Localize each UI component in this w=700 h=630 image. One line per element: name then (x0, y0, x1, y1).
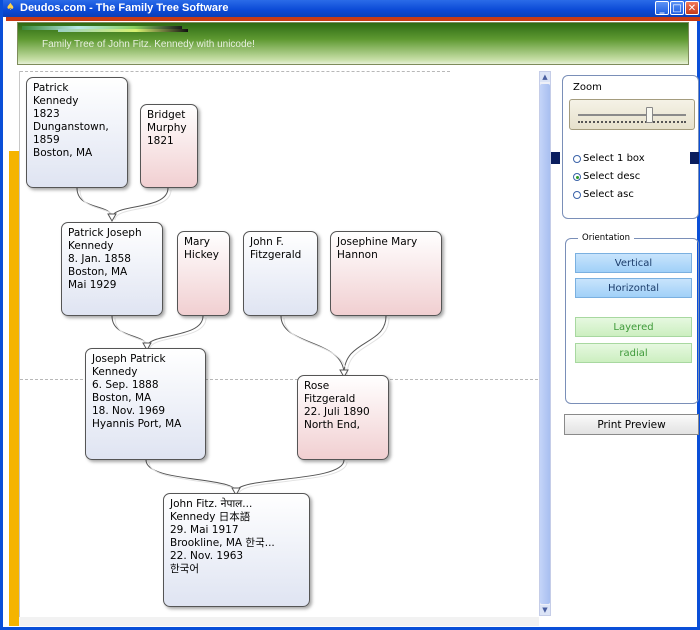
person-birth-date: 22. Juli 1890 (304, 406, 370, 418)
tree-icon: ♠ (6, 2, 15, 13)
radio-select-1-box[interactable]: Select 1 box (573, 153, 645, 164)
person-birth-place: Dunganstown, (33, 121, 109, 133)
horizontal-button[interactable]: Horizontal (575, 278, 692, 298)
close-button[interactable]: ✕ (685, 1, 699, 15)
radial-button[interactable]: radial (575, 343, 692, 363)
person-birth-date: 6. Sep. 1888 (92, 379, 159, 391)
person-name-line: Hannon (337, 249, 378, 261)
person-box-patrick-kennedy[interactable]: Patrick Kennedy 1823 Dunganstown, 1859 B… (26, 77, 128, 188)
banner-title: Family Tree of John Fitz. Kennedy with u… (42, 39, 255, 50)
person-name-line: John Fitz. नेपाल... (170, 498, 253, 510)
vertical-scrollbar[interactable]: ▲ ▼ (539, 71, 551, 616)
radio-label: Select 1 box (583, 153, 645, 164)
person-name-line: Kennedy (92, 366, 138, 378)
radio-select-desc[interactable]: Select desc (573, 171, 640, 182)
person-death-place: Boston, MA (33, 147, 93, 159)
person-birth-date: 8. Jan. 1858 (68, 253, 131, 265)
connector-arrow (339, 369, 349, 379)
person-birth-date: 1821 (147, 135, 174, 147)
splitter-handle-left[interactable] (551, 152, 560, 164)
person-death-date: 18. Nov. 1969 (92, 405, 166, 417)
person-death-place: 한국어 (170, 563, 199, 575)
page-break-line (20, 379, 538, 380)
person-box-rose-fitzgerald[interactable]: Rose Fitzgerald 22. Juli 1890 North End, (297, 375, 389, 460)
title-bar[interactable]: ♠ Deudos.com - The Family Tree Software … (3, 0, 700, 17)
connector-arrow (231, 487, 241, 497)
scroll-down-icon[interactable]: ▼ (540, 605, 550, 615)
person-box-joseph-patrick-kennedy[interactable]: Joseph Patrick Kennedy 6. Sep. 1888 Bost… (85, 348, 206, 460)
person-name-line: Patrick (33, 82, 69, 94)
banner-decoration (22, 26, 182, 30)
zoom-slider-ticks (578, 121, 686, 126)
page-break-line (20, 71, 450, 72)
print-preview-button[interactable]: Print Preview (564, 414, 699, 435)
person-death-place: Hyannis Port, MA (92, 418, 182, 430)
person-birth-date: 29. Mai 1917 (170, 524, 239, 536)
person-name-line: Hickey (184, 249, 219, 261)
minimize-button[interactable]: _ (655, 1, 669, 15)
orientation-group: Orientation Vertical Horizontal Layered … (565, 233, 699, 404)
zoom-slider-knob[interactable] (646, 107, 654, 123)
person-death-date: 22. Nov. 1963 (170, 550, 244, 562)
person-birth-place: Boston, MA (68, 266, 128, 278)
person-name-line: Josephine Mary (337, 236, 418, 248)
connector-arrow (107, 213, 117, 223)
radio-circle-icon (573, 190, 581, 199)
person-name-line: Kennedy (68, 240, 114, 252)
splitter-handle-right[interactable] (690, 152, 699, 164)
person-name-line: Joseph Patrick (92, 353, 166, 365)
zoom-slider[interactable] (569, 99, 695, 130)
header-accent-strip (6, 17, 700, 21)
person-name-line: Murphy (147, 122, 187, 134)
person-box-mary-hickey[interactable]: Mary Hickey (177, 231, 230, 316)
side-accent-bar (9, 151, 19, 626)
horizontal-scrollbar[interactable] (19, 617, 539, 626)
person-name-line: Rose (304, 380, 330, 392)
person-birth-place: North End, (304, 419, 360, 431)
window-title: Deudos.com - The Family Tree Software (20, 2, 229, 14)
person-box-bridget-murphy[interactable]: Bridget Murphy 1821 (140, 104, 198, 188)
scrollbar-thumb[interactable] (540, 84, 550, 604)
person-box-john-f-fitzgerald[interactable]: John F. Fitzgerald (243, 231, 318, 316)
orientation-legend: Orientation (578, 233, 634, 243)
radio-label: Select asc (583, 189, 634, 200)
vertical-button[interactable]: Vertical (575, 253, 692, 273)
radio-select-asc[interactable]: Select asc (573, 189, 634, 200)
person-name-line: Patrick Joseph (68, 227, 142, 239)
connector-lines (76, 187, 390, 497)
person-name-line: Fitzgerald (250, 249, 302, 261)
person-name-line: Kennedy (33, 95, 79, 107)
person-birth-date: 1823 (33, 108, 60, 120)
person-box-patrick-joseph-kennedy[interactable]: Patrick Joseph Kennedy 8. Jan. 1858 Bost… (61, 222, 163, 316)
person-birth-place: Brookline, MA 한국... (170, 537, 275, 549)
maximize-button[interactable]: □ (670, 1, 684, 15)
person-name-line: Bridget (147, 109, 186, 121)
banner-decoration-2 (58, 29, 188, 32)
person-birth-place: Boston, MA (92, 392, 152, 404)
scroll-up-icon[interactable]: ▲ (540, 72, 550, 82)
person-name-line: Mary (184, 236, 211, 248)
radio-label: Select desc (583, 171, 641, 182)
connector-arrow (142, 342, 152, 352)
layered-button[interactable]: Layered (575, 317, 692, 337)
zoom-label: Zoom (573, 82, 602, 93)
person-name-line: John F. (250, 236, 284, 248)
person-box-josephine-mary-hannon[interactable]: Josephine Mary Hannon (330, 231, 442, 316)
person-box-john-fitz-kennedy[interactable]: John Fitz. नेपाल... Kennedy 日本語 29. Mai … (163, 493, 310, 607)
person-name-line: Kennedy 日本語 (170, 511, 251, 523)
radio-circle-icon (573, 154, 581, 163)
radio-checked-icon (573, 172, 581, 181)
person-death-date: Mai 1929 (68, 279, 117, 291)
person-name-line: Fitzgerald (304, 393, 356, 405)
zoom-slider-track (578, 114, 686, 116)
header-banner: Family Tree of John Fitz. Kennedy with u… (17, 22, 689, 65)
zoom-select-panel: Zoom Select 1 box Select desc Select asc (562, 75, 699, 219)
person-death-date: 1859 (33, 134, 60, 146)
tree-canvas[interactable]: Patrick Kennedy 1823 Dunganstown, 1859 B… (19, 71, 538, 619)
